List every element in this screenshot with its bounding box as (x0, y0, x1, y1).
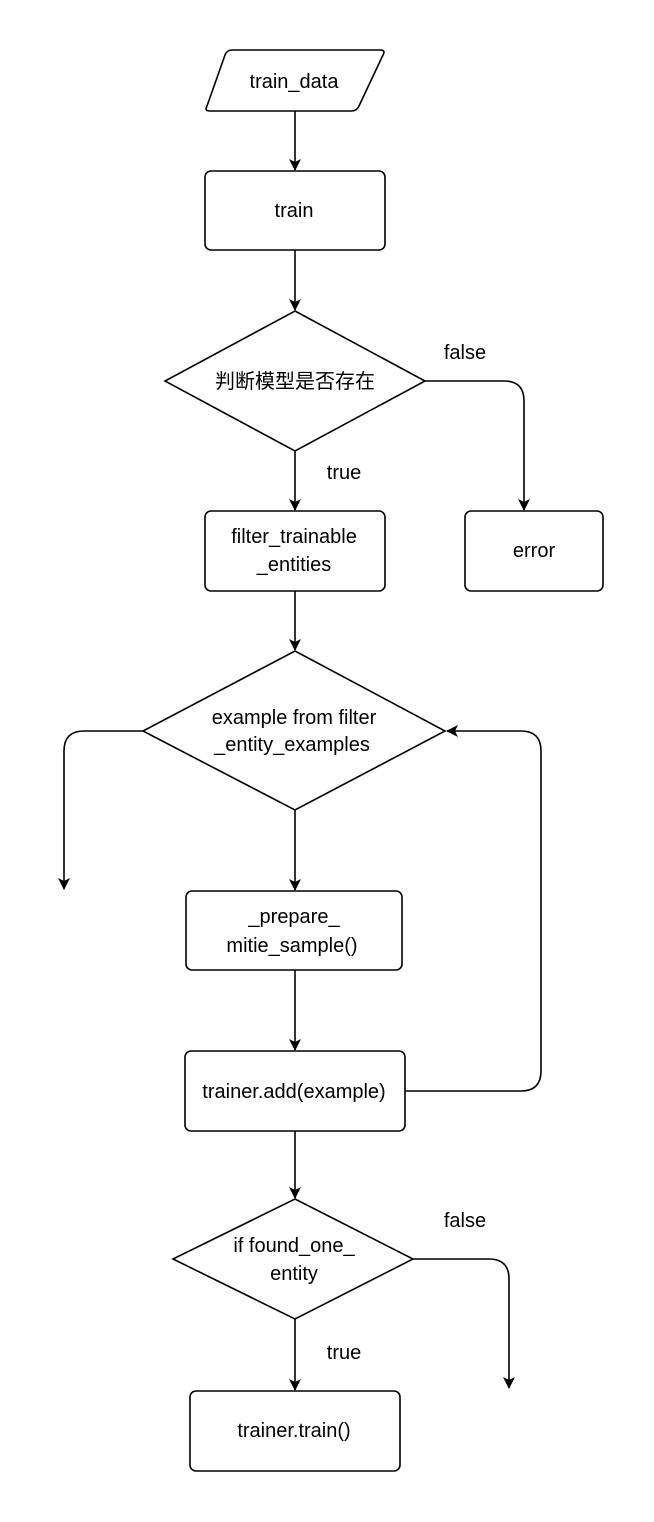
node-train: train (204, 170, 386, 251)
node-filter-line2: _entities (256, 554, 332, 576)
edge-found-false-exit (413, 1258, 515, 1389)
edge-label-found-false: false (444, 1210, 486, 1232)
edge-loop-exit (58, 730, 143, 890)
edge-label-found-true: true (327, 1342, 361, 1364)
node-filter-trainable-entities: filter_trainable _entities (204, 510, 386, 592)
node-loop-line2: _entity_examples (213, 734, 370, 756)
node-loop-examples: example from filter _entity_examples (141, 650, 447, 811)
node-error: error (464, 510, 604, 592)
node-train-data-label: train_data (250, 71, 340, 93)
node-trainer-train-label: trainer.train() (237, 1420, 350, 1442)
node-prepare-mitie-sample: _prepare_ mitie_sample() (185, 890, 403, 971)
edge-label-check-false: false (444, 342, 486, 364)
node-loop-line1: example from filter (212, 707, 377, 729)
node-error-label: error (513, 540, 556, 562)
edge-label-check-true: true (327, 462, 361, 484)
node-found-one-entity: if found_one_ entity (171, 1198, 415, 1320)
node-check-model: 判断模型是否存在 (163, 310, 427, 452)
node-trainer-add: trainer.add(example) (184, 1050, 406, 1132)
edge-trainer-add-loop-back (405, 725, 542, 1092)
node-trainer-add-label: trainer.add(example) (202, 1081, 385, 1103)
edge-check-model-false-to-error (425, 380, 530, 511)
node-found-line2: entity (270, 1263, 318, 1285)
node-trainer-train: trainer.train() (189, 1390, 401, 1472)
node-prepare-line1: _prepare_ (247, 906, 340, 928)
node-train-label: train (275, 200, 314, 222)
node-train-data: train_data (205, 49, 385, 112)
node-prepare-line2: mitie_sample() (226, 935, 357, 957)
node-found-line1: if found_one_ (233, 1235, 355, 1257)
node-filter-line1: filter_trainable (231, 526, 357, 548)
node-check-model-label: 判断模型是否存在 (215, 369, 375, 393)
